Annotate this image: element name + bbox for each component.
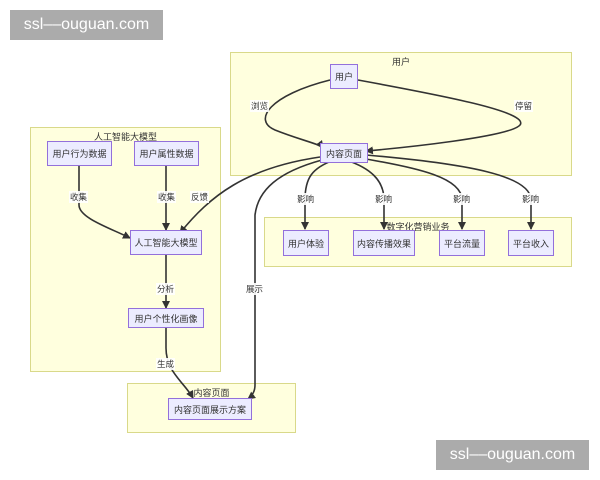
edge-label-collect-behavior: 收集 <box>69 191 89 203</box>
edge-content-feedback-ai <box>179 156 321 234</box>
node-user-portrait[interactable]: 用户个性化画像 <box>128 308 204 328</box>
edge-label-impact-revenue: 影响 <box>521 193 541 205</box>
node-platform-revenue[interactable]: 平台收入 <box>508 230 554 256</box>
node-user[interactable]: 用户 <box>330 64 358 89</box>
node-content-page[interactable]: 内容页面 <box>320 143 368 163</box>
edge-behavior-collect-ai <box>78 166 131 239</box>
node-platform-traffic[interactable]: 平台流量 <box>439 230 485 256</box>
edge-label-generate: 生成 <box>156 358 176 370</box>
watermark-bottom: ssl––ouguan.com <box>436 440 589 470</box>
edge-label-collect-attribute: 收集 <box>157 191 177 203</box>
cluster-content-page-label: 内容页面 <box>193 389 230 399</box>
edge-user-browse-content <box>264 79 331 149</box>
edge-content-impact-revenue <box>365 154 535 230</box>
node-user-experience[interactable]: 用户体验 <box>283 230 329 256</box>
edge-label-analyze: 分析 <box>156 283 176 295</box>
cluster-user: 用户 <box>230 52 572 176</box>
edge-label-browse: 浏览 <box>250 100 270 112</box>
edge-portrait-generate-plan <box>165 328 194 399</box>
edge-label-show: 展示 <box>245 283 265 295</box>
edge-label-impact-spread: 影响 <box>374 193 394 205</box>
edge-content-show-plan <box>247 159 323 400</box>
cluster-user-label: 用户 <box>391 58 410 68</box>
node-ai-model[interactable]: 人工智能大模型 <box>130 230 202 255</box>
edge-label-feedback: 反馈 <box>190 191 210 203</box>
node-content-display-plan[interactable]: 内容页面展示方案 <box>168 398 252 420</box>
cluster-digital-marketing-label: 数字化营销业务 <box>386 223 450 233</box>
watermark-top: ssl––ouguan.com <box>10 10 163 40</box>
edge-user-stay-content <box>357 79 522 155</box>
edge-label-stay: 停留 <box>514 100 534 112</box>
edge-label-impact-traffic: 影响 <box>452 193 472 205</box>
edge-label-impact-ux: 影响 <box>296 193 316 205</box>
node-user-attribute-data[interactable]: 用户属性数据 <box>134 141 199 166</box>
node-user-behavior-data[interactable]: 用户行为数据 <box>47 141 112 166</box>
node-content-spread[interactable]: 内容传播效果 <box>353 230 415 256</box>
cluster-ai-model-label: 人工智能大模型 <box>93 133 157 143</box>
